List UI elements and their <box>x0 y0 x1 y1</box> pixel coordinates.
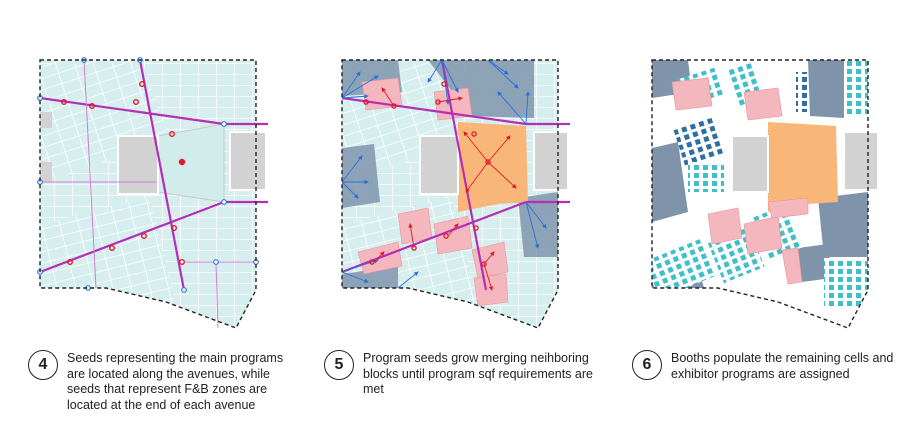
booth-cluster-southeast <box>824 258 868 308</box>
step-description: Seeds representing the main programs are… <box>67 351 284 412</box>
diagram-step-4 <box>36 52 268 338</box>
building-right <box>843 131 879 191</box>
booth-cluster-west <box>688 162 724 192</box>
step-5-caption: 5 Program seeds grow merging neihboring … <box>324 350 613 398</box>
central-plaza <box>157 123 225 203</box>
diagram-step-6 <box>648 52 880 338</box>
site-plan-seeds <box>37 57 268 329</box>
diagram-step-5 <box>338 52 570 338</box>
building-left <box>419 135 459 195</box>
building-left <box>731 135 769 193</box>
secondary-streets <box>40 59 256 329</box>
step-4-caption: 4 Seeds representing the main programs a… <box>28 350 297 413</box>
fb-zones <box>652 60 868 288</box>
program-blocks <box>671 77 809 285</box>
building-right <box>229 131 267 191</box>
site-boundary <box>651 59 869 329</box>
step-number-badge: 4 <box>28 350 58 380</box>
avenues <box>39 59 268 291</box>
growth-arrows-blue <box>341 59 547 289</box>
seed-points <box>61 81 186 265</box>
seed-points <box>363 81 491 267</box>
building-left <box>117 135 159 195</box>
growth-arrows-red <box>373 87 517 291</box>
center-zone <box>768 122 838 212</box>
booth-layout <box>652 60 868 328</box>
site-boundary <box>39 59 257 329</box>
small-building-left <box>40 162 52 182</box>
booth-cluster-east <box>844 60 868 114</box>
step-6-caption: 6 Booths populate the remaining cells an… <box>632 350 924 382</box>
site-plan-growth <box>341 59 570 329</box>
building-right <box>533 131 569 191</box>
site-boundary <box>341 59 559 329</box>
small-building-left-2 <box>40 112 52 128</box>
step-number-badge: 6 <box>632 350 662 380</box>
booth-column <box>796 72 808 112</box>
step-description: Program seeds grow merging neihboring bl… <box>363 351 593 396</box>
site-plan-booths <box>651 59 879 329</box>
step-description: Booths populate the remaining cells and … <box>671 351 894 381</box>
step-number-badge: 5 <box>324 350 354 380</box>
